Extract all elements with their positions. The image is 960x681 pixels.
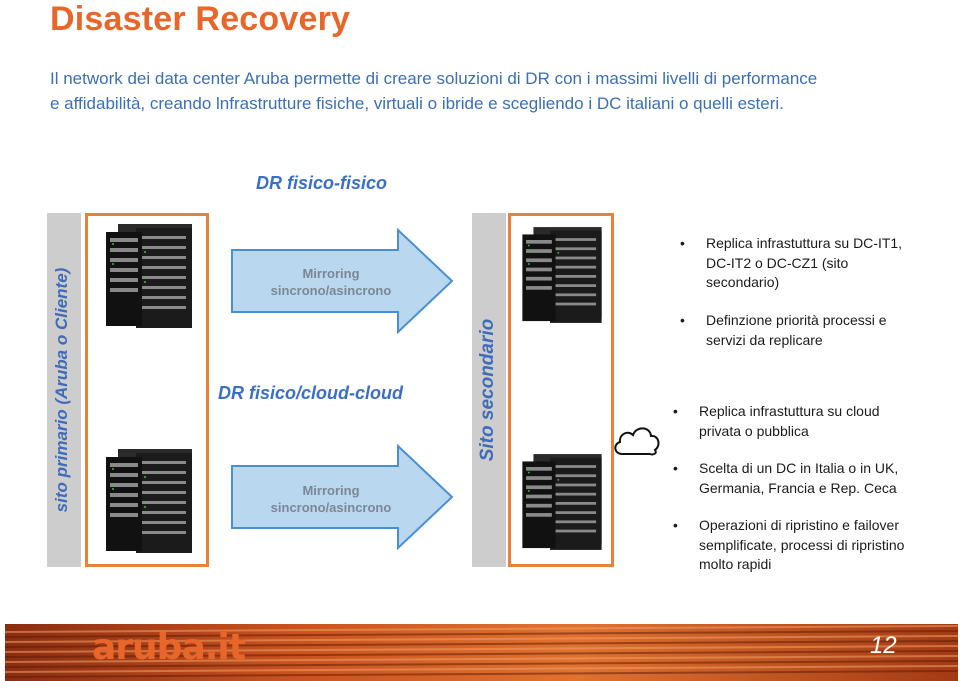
primary-site-bar [47,213,81,567]
bullet-dot: • [680,235,685,251]
primary-server-rack-bottom [106,449,192,553]
secondary-site-bar [472,213,506,567]
diagram-title: DR fisico-fisico [256,173,388,193]
bullet-dot: • [680,312,685,328]
intro-paragraph: Il network dei data center Aruba permett… [50,66,910,116]
primary-site-label: sito primario (Aruba o Cliente) [52,267,71,513]
secondary-server-rack-bottom [522,454,602,550]
bullet-dot: • [673,403,678,419]
bullet-dot: • [673,460,678,476]
secondary-site-label: Sito secondario [477,318,498,462]
aruba-logo: aruba.it [92,627,246,668]
primary-server-rack-top [106,224,192,328]
mirroring-label-top: Mirroring sincrono/asincrono [270,266,392,298]
bullet-item: • Definzione priorità processi e servizi… [680,312,887,348]
bullet-item: • Scelta di un DC in Italia o in UK, Ger… [673,460,899,496]
mirroring-arrow-top [231,228,454,334]
bullet-item: • Operazioni di ripristino e failover se… [673,517,905,572]
mirroring-label-bottom: Mirroring sincrono/asincrono [270,483,392,515]
bullet-dot: • [673,517,678,533]
page-number: 12 [870,632,897,659]
cloud-dr-label: DR fisico/cloud-cloud [218,383,404,403]
intro-line-2: e affidabilità, creando lnfrastrutture f… [50,94,784,113]
footer-cables-band [5,624,958,681]
bullet-item: • Replica infrastuttura su DC-IT1, DC-IT… [680,235,903,290]
secondary-server-rack-top [522,227,602,323]
bullet-item: • Replica infrastuttura su cloud privata… [673,403,880,439]
mirroring-arrow-bottom [231,444,454,550]
intro-line-1: Il network dei data center Aruba permett… [50,69,818,88]
cloud-icon [614,427,660,456]
page-title: Disaster Recovery [50,0,351,38]
